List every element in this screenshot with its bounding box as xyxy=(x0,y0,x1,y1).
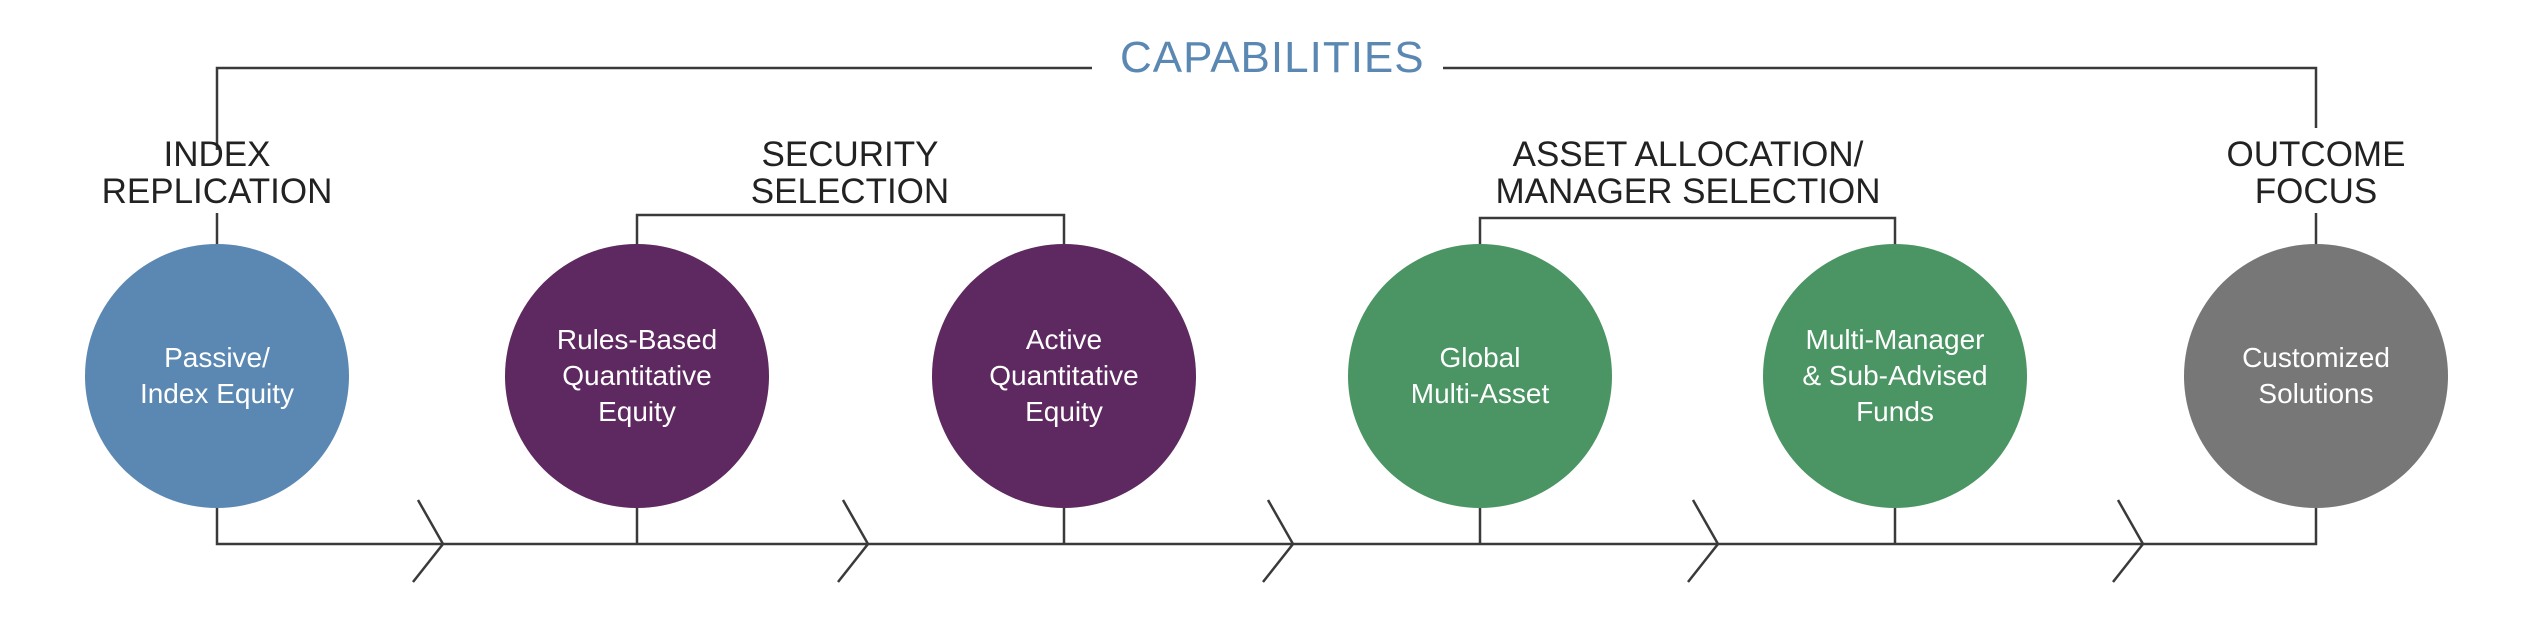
heading-security-selection: SECURITY SELECTION xyxy=(751,136,949,210)
chevron-arrow-icon-5 xyxy=(2112,499,2145,583)
heading-index-replication: INDEX REPLICATION xyxy=(102,136,333,210)
node-label-line: Active xyxy=(1025,324,1103,355)
chevron-arrow-icon-2 xyxy=(837,499,870,583)
node-multi-manager-sub-advised-funds: Multi-Manager & Sub-Advised Funds xyxy=(1763,244,2027,508)
node-label-line: & Sub-Advised xyxy=(1802,360,1988,391)
capabilities-title: CAPABILITIES xyxy=(1120,33,1425,82)
node-label-line: Passive/ xyxy=(164,342,270,373)
heading-asset-allocation: ASSET ALLOCATION/ MANAGER SELECTION xyxy=(1495,136,1880,210)
heading-line: INDEX xyxy=(163,135,271,174)
node-active-quantitative-equity: Active Quantitative Equity xyxy=(932,244,1196,508)
heading-line: MANAGER SELECTION xyxy=(1495,172,1881,211)
node-rules-based-quantitative-equity: Rules-Based Quantitative Equity xyxy=(505,244,769,508)
node-customized-solutions: Customized Solutions xyxy=(2184,244,2448,508)
node-label-line: Rules-Based xyxy=(556,324,718,355)
node-label-line: Equity xyxy=(1025,396,1103,427)
heading-line: SELECTION xyxy=(750,172,950,211)
node-label-line: Quantitative xyxy=(562,360,712,391)
heading-outcome-focus: OUTCOME FOCUS xyxy=(2227,136,2406,210)
heading-line: REPLICATION xyxy=(101,172,333,211)
heading-line: SECURITY xyxy=(761,135,939,174)
chevron-arrow-icon-3 xyxy=(1262,499,1295,583)
node-global-multi-asset: Global Multi-Asset xyxy=(1348,244,1612,508)
heading-line: OUTCOME xyxy=(2226,135,2406,174)
capabilities-bracket-right xyxy=(1443,66,2318,128)
node-passive-index-equity: Passive/ Index Equity xyxy=(85,244,349,508)
node-label-line: Index Equity xyxy=(139,378,295,409)
capabilities-bracket-left xyxy=(215,66,1092,150)
node-label-line: Quantitative xyxy=(989,360,1139,391)
node-label-line: Multi-Manager xyxy=(1805,324,1985,355)
heading-line: ASSET ALLOCATION/ xyxy=(1512,135,1864,174)
node-label-line: Solutions xyxy=(2258,378,2374,409)
node-label-line: Global xyxy=(1439,342,1521,373)
node-label-line: Customized xyxy=(2242,342,2390,373)
node-label-line: Funds xyxy=(1856,396,1934,427)
asset-allocation-bracket xyxy=(1478,216,1897,245)
security-selection-bracket xyxy=(635,213,1066,245)
node-label-line: Multi-Asset xyxy=(1410,378,1550,409)
heading-line: FOCUS xyxy=(2254,172,2378,211)
bottom-flow-line xyxy=(215,508,2318,546)
chevron-arrow-icon-1 xyxy=(412,499,445,583)
node-label-line: Equity xyxy=(598,396,676,427)
chevron-arrow-icon-4 xyxy=(1687,499,1720,583)
